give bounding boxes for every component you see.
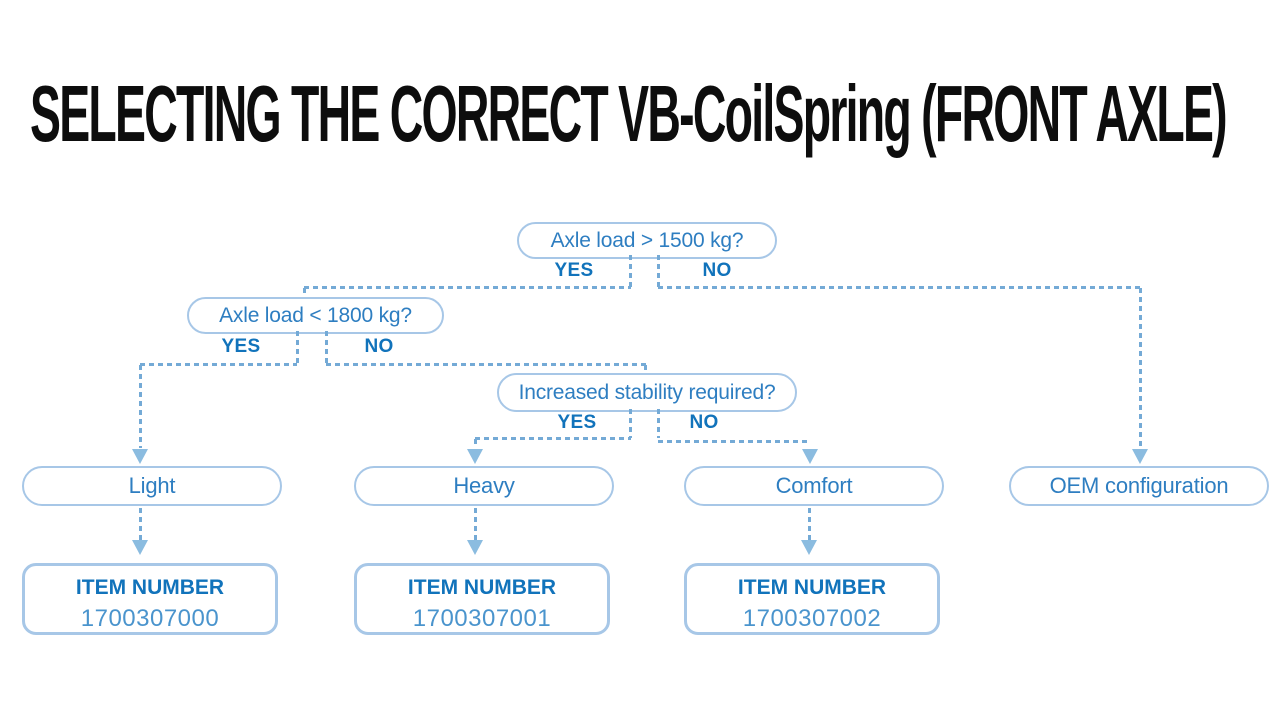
result-node-light: Light — [22, 466, 282, 506]
connector-q2-no-horizontal — [326, 363, 646, 366]
result-node-comfort: Comfort — [684, 466, 944, 506]
result-node-oem-configuration: OEM configuration — [1009, 466, 1269, 506]
connector-q3-yes-horizontal — [475, 437, 631, 440]
connector-q2-yes-horizontal — [140, 363, 297, 366]
connector-q2-no-drop — [325, 331, 328, 364]
connector-light-to-item — [139, 508, 142, 540]
arrowhead-to-item-comfort — [801, 540, 817, 555]
connector-q3-yes-to-heavy — [474, 439, 477, 448]
connector-q2-yes-drop — [296, 331, 299, 364]
arrowhead-to-comfort — [802, 449, 818, 464]
arrowhead-to-oem — [1132, 449, 1148, 464]
item-number-box-light: ITEM NUMBER 1700307000 — [22, 563, 278, 635]
connector-q3-no-drop — [657, 409, 660, 438]
yes-label-q2: YES — [221, 336, 261, 357]
connector-q1-no-to-oem — [1139, 288, 1142, 448]
connector-q3-yes-drop — [629, 409, 632, 438]
connector-heavy-to-item — [474, 508, 477, 540]
arrowhead-to-light — [132, 449, 148, 464]
arrowhead-to-heavy — [467, 449, 483, 464]
connector-q1-yes-horizontal — [304, 286, 631, 289]
yes-label-q1: YES — [554, 260, 594, 281]
question-node-axle-load-1500: Axle load > 1500 kg? — [517, 222, 777, 259]
no-label-q2: NO — [364, 336, 394, 357]
connector-q3-no-horizontal — [658, 440, 810, 443]
arrowhead-to-item-light — [132, 540, 148, 555]
connector-q1-yes-to-q2 — [303, 288, 306, 297]
item-number-box-comfort: ITEM NUMBER 1700307002 — [684, 563, 940, 635]
connector-comfort-to-item — [808, 508, 811, 540]
item-number-box-heavy: ITEM NUMBER 1700307001 — [354, 563, 610, 635]
question-node-increased-stability: Increased stability required? — [497, 373, 797, 412]
connector-q2-yes-to-light — [139, 365, 142, 448]
connector-q2-no-to-q3 — [644, 365, 647, 374]
result-node-heavy: Heavy — [354, 466, 614, 506]
connector-q1-yes-drop — [629, 255, 632, 287]
question-node-axle-load-1800: Axle load < 1800 kg? — [187, 297, 444, 334]
connector-q1-no-drop — [657, 255, 660, 287]
no-label-q1: NO — [702, 260, 732, 281]
item-number-heading: ITEM NUMBER — [75, 576, 225, 599]
item-number-heading: ITEM NUMBER — [407, 576, 557, 599]
item-number-heading: ITEM NUMBER — [737, 576, 887, 599]
page-title: SELECTING THE CORRECT VB-CoilSpring (FRO… — [30, 69, 1228, 158]
item-number-value: 1700307001 — [412, 605, 552, 633]
connector-q1-no-horizontal — [658, 286, 1141, 289]
item-number-value: 1700307000 — [80, 605, 220, 633]
yes-label-q3: YES — [557, 412, 597, 433]
no-label-q3: NO — [689, 412, 719, 433]
arrowhead-to-item-heavy — [467, 540, 483, 555]
item-number-value: 1700307002 — [742, 605, 882, 633]
